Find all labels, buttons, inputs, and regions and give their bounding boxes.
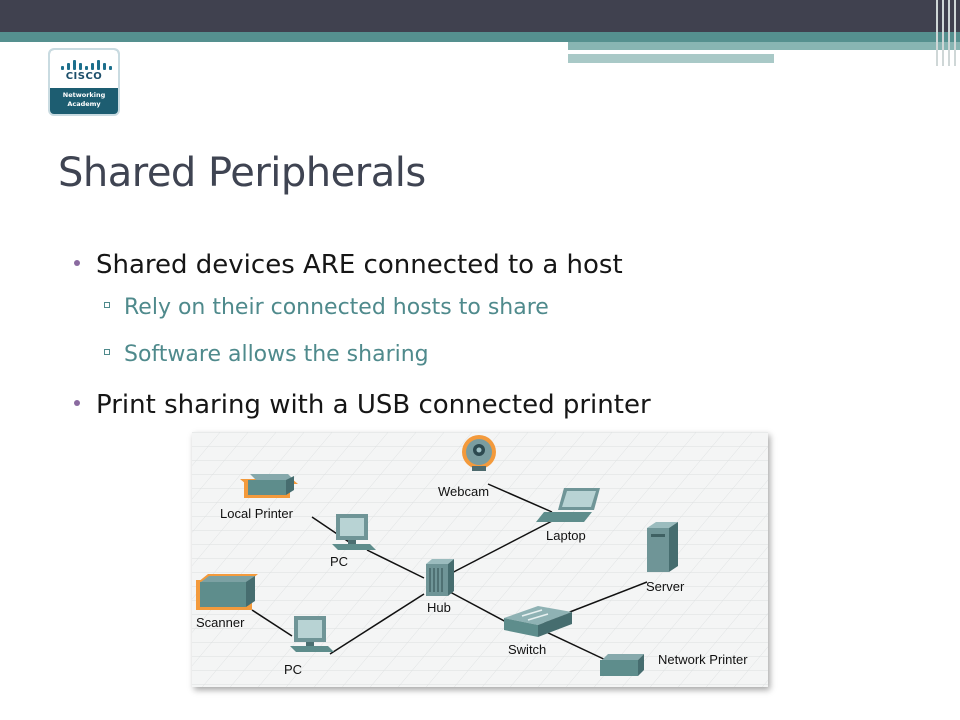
header-accent-bar <box>0 32 960 42</box>
logo-line-2: Academy <box>67 100 101 108</box>
header-accent-bar-3 <box>568 54 774 63</box>
header-accent-bar-2 <box>568 42 960 50</box>
bullet-2: Print sharing with a USB connected print… <box>74 390 651 420</box>
scanner-icon <box>196 574 258 610</box>
header-divider <box>568 50 888 53</box>
bullet-2-text: Print sharing with a USB connected print… <box>96 390 651 420</box>
hub-label: Hub <box>427 600 451 615</box>
sub-bullet-2: Software allows the sharing <box>104 342 429 367</box>
webcam-icon <box>462 435 496 471</box>
laptop-icon <box>536 488 600 522</box>
scanner-label: Scanner <box>196 615 245 630</box>
network-printer-label: Network Printer <box>658 652 748 667</box>
switch-label: Switch <box>508 642 546 657</box>
bullet-1-text: Shared devices ARE connected to a host <box>96 250 623 280</box>
server-icon <box>647 522 678 572</box>
bullet-dot-icon <box>74 399 80 406</box>
sub-bullet-1: Rely on their connected hosts to share <box>104 295 549 320</box>
header-bar <box>0 0 960 32</box>
local-printer-icon <box>240 474 298 498</box>
hub-icon <box>426 559 454 596</box>
sub-bullet-1-text: Rely on their connected hosts to share <box>124 295 549 320</box>
switch-icon <box>504 606 572 637</box>
bullet-1: Shared devices ARE connected to a host <box>74 250 623 280</box>
webcam-label: Webcam <box>438 484 489 499</box>
network-links <box>251 483 648 663</box>
sub-bullet-2-text: Software allows the sharing <box>124 342 429 367</box>
slide-title: Shared Peripherals <box>58 150 426 196</box>
bullet-dot-icon <box>74 259 80 266</box>
square-bullet-icon <box>104 302 110 308</box>
pc-icon <box>332 514 376 550</box>
laptop-label: Laptop <box>546 528 586 543</box>
local-printer-label: Local Printer <box>220 506 294 521</box>
cisco-bridge-icon <box>61 56 112 70</box>
network-diagram-svg: Webcam Local Printer PC Laptop <box>192 432 768 687</box>
logo-subtitle: Networking Academy <box>50 91 118 109</box>
cisco-networking-academy-logo: CISCO Networking Academy <box>48 48 120 116</box>
network-diagram: Webcam Local Printer PC Laptop <box>192 432 768 687</box>
pc-bottom-label: PC <box>284 662 302 677</box>
square-bullet-icon <box>104 349 110 355</box>
logo-brand: CISCO <box>65 71 103 82</box>
header-stripes <box>932 0 960 66</box>
network-printer-icon <box>600 654 644 676</box>
pc-top-label: PC <box>330 554 348 569</box>
server-label: Server <box>646 579 685 594</box>
pc-icon <box>290 616 334 652</box>
logo-line-1: Networking <box>62 91 106 99</box>
